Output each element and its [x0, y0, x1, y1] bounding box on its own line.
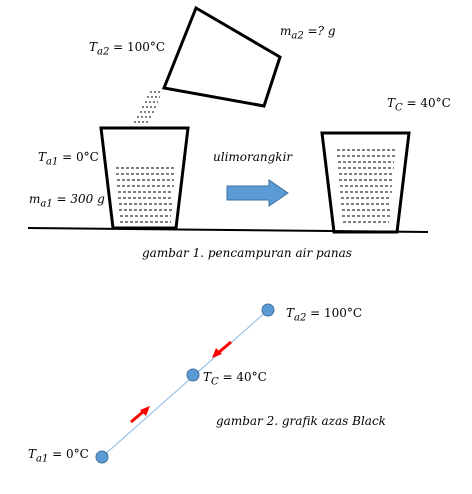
caption-figure-1: gambar 1. pencampuran air panas — [142, 246, 352, 260]
label-tc-top: TC = 40°C — [387, 96, 451, 114]
label-ta2-top: Ta2 = 100°C — [89, 40, 166, 58]
red-arrow-up — [130, 406, 150, 424]
label-tc-graph: TC = 40°C — [203, 370, 267, 388]
red-arrow-down — [212, 340, 232, 358]
point-ta1 — [95, 450, 109, 464]
black-principle-line — [101, 309, 269, 458]
process-arrow — [226, 179, 289, 207]
label-ta2-graph: Ta2 = 100°C — [286, 306, 363, 324]
label-ta1-graph: Ta1 = 0°C — [28, 447, 89, 465]
label-ma2: ma2 =? g — [280, 24, 336, 42]
right-beaker — [320, 131, 411, 234]
table-surface — [27, 227, 429, 233]
point-tc — [186, 368, 200, 382]
right-beaker-water — [337, 149, 395, 223]
pouring-container — [161, 5, 282, 108]
caption-figure-2: gambar 2. grafik azas Black — [216, 414, 386, 428]
left-beaker-water — [116, 167, 175, 223]
point-ta2 — [261, 303, 275, 317]
arrow-label: ulimorangkir — [213, 150, 293, 164]
left-beaker — [99, 126, 190, 230]
label-ta1-top: Ta1 = 0°C — [38, 150, 99, 168]
label-ma1: ma1 = 300 g — [29, 192, 105, 210]
